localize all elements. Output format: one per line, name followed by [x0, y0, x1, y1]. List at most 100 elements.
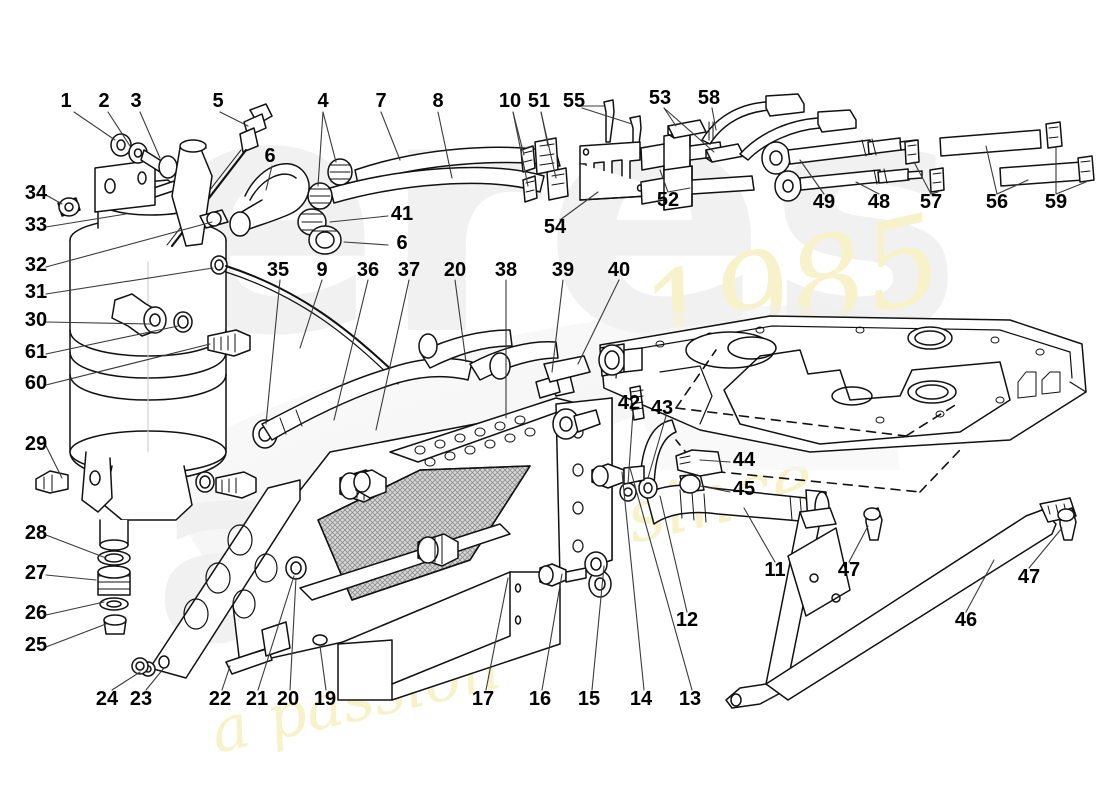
valve-52-lower	[640, 165, 755, 211]
oil-tank-assembly	[69, 177, 227, 551]
callout-number-57: 57	[919, 191, 943, 213]
rod-48	[774, 168, 923, 202]
bolts-13-14	[353, 469, 387, 499]
callout-number-16: 16	[528, 688, 552, 710]
callout-number-20: 20	[276, 688, 300, 710]
sensor-29	[35, 470, 69, 494]
callout-number-48: 48	[867, 191, 891, 213]
cooler-lower-details	[225, 556, 328, 675]
callout-number-54: 54	[543, 216, 567, 238]
callout-number-42: 42	[617, 392, 641, 414]
callout-number-37: 37	[397, 259, 421, 281]
callout-number-3: 3	[130, 90, 142, 112]
tank-hose-6	[229, 162, 310, 237]
callout-number-20: 20	[443, 259, 467, 281]
callout-number-39: 39	[551, 259, 575, 281]
rod-49	[761, 137, 918, 175]
callout-number-23: 23	[129, 688, 153, 710]
cover-plate-17	[337, 571, 561, 701]
callout-number-56: 56	[985, 191, 1009, 213]
oil-pan	[598, 315, 1087, 453]
hose-8	[329, 166, 545, 204]
hose-clamps-4	[307, 158, 353, 210]
callout-number-40: 40	[607, 259, 631, 281]
callout-number-34: 34	[24, 182, 48, 204]
callout-number-33: 33	[24, 214, 48, 236]
cooler-top-features	[535, 355, 591, 399]
callout-number-4: 4	[317, 90, 329, 112]
callout-number-1: 1	[60, 90, 72, 112]
clips-59	[1045, 121, 1095, 183]
callout-number-60: 60	[24, 372, 48, 394]
callout-number-7: 7	[375, 90, 387, 112]
hose-20	[469, 340, 559, 381]
callout-number-35: 35	[266, 259, 290, 281]
callout-number-24: 24	[95, 688, 119, 710]
callout-number-46: 46	[954, 609, 978, 631]
callout-number-13: 13	[678, 688, 702, 710]
clamp-6	[308, 225, 342, 255]
clips-57	[904, 139, 945, 193]
hose-36	[261, 357, 473, 441]
callout-number-47: 47	[1017, 566, 1041, 588]
callout-number-51: 51	[527, 90, 551, 112]
callout-number-15: 15	[577, 688, 601, 710]
callout-number-17: 17	[471, 688, 495, 710]
callout-number-59: 59	[1044, 191, 1068, 213]
callout-number-52: 52	[656, 189, 680, 211]
callout-number-10: 10	[498, 90, 522, 112]
hose-35	[225, 265, 401, 385]
callout-number-28: 28	[24, 522, 48, 544]
clips-10-51	[520, 137, 569, 203]
washer-bolt-23-24	[131, 655, 170, 675]
washer-15	[584, 551, 608, 577]
bracket-44	[675, 449, 723, 477]
callout-number-5: 5	[212, 90, 224, 112]
callout-number-11: 11	[764, 559, 786, 581]
callout-number-49: 49	[812, 191, 836, 213]
strut-46	[725, 497, 1077, 709]
clips-53	[667, 119, 745, 163]
callout-number-26: 26	[24, 602, 48, 624]
callout-number-9: 9	[316, 259, 328, 281]
callout-number-12: 12	[675, 609, 699, 631]
harness-58	[701, 93, 857, 161]
callout-number-55: 55	[562, 90, 586, 112]
callout-number-30: 30	[24, 309, 48, 331]
callout-number-31: 31	[24, 281, 48, 303]
hose-37	[418, 329, 513, 369]
clip-45	[679, 473, 705, 494]
bolt-12	[591, 463, 645, 489]
pipes-56	[939, 129, 1084, 187]
callout-number-47: 47	[837, 559, 861, 581]
callout-number-43: 43	[650, 397, 674, 419]
bolt-16	[538, 563, 587, 587]
callout-number-36: 36	[356, 259, 380, 281]
callout-number-38: 38	[494, 259, 518, 281]
callout-number-29: 29	[24, 433, 48, 455]
callout-number-14: 14	[629, 688, 653, 710]
callout-number-8: 8	[432, 90, 444, 112]
bolts-47	[863, 507, 1077, 541]
callout-number-41: 41	[390, 203, 414, 225]
callout-number-22: 22	[208, 688, 232, 710]
drain-stack	[97, 550, 131, 635]
callout-number-32: 32	[24, 254, 48, 276]
callout-number-19: 19	[313, 688, 337, 710]
callout-number-58: 58	[697, 87, 721, 109]
callout-number-2: 2	[98, 90, 110, 112]
callout-number-6: 6	[396, 232, 408, 254]
leader-lines	[45, 105, 1087, 691]
callout-number-25: 25	[24, 634, 48, 656]
callout-number-61: 61	[24, 341, 48, 363]
tank-mount-plate	[94, 159, 156, 213]
callout-number-53: 53	[648, 87, 672, 109]
bracket-54	[579, 141, 649, 201]
callout-number-21: 21	[245, 688, 269, 710]
callout-number-27: 27	[24, 562, 48, 584]
cooler-ports	[339, 408, 612, 598]
callout-number-45: 45	[732, 478, 756, 500]
callout-number-44: 44	[732, 449, 756, 471]
